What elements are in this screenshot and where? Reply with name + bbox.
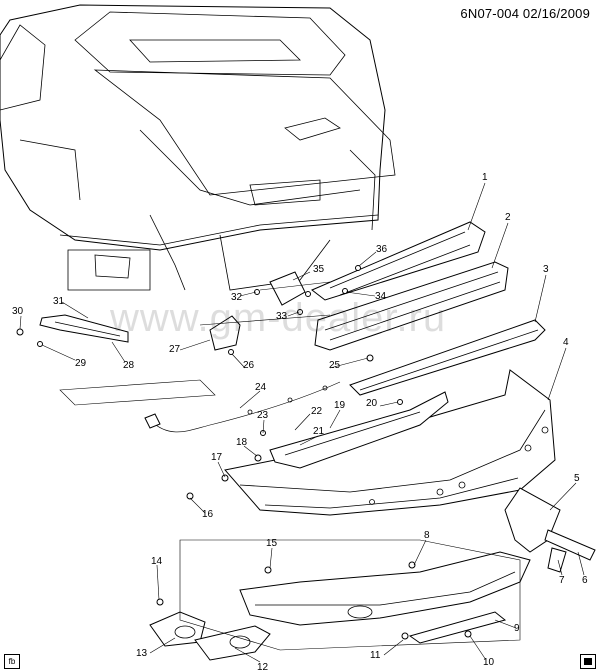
part-4-bumper-fascia [224, 369, 556, 516]
callout-4: 4 [563, 337, 569, 348]
callout-28: 28 [123, 360, 135, 371]
part-1-energy-absorber [311, 221, 486, 301]
callout-18: 18 [236, 437, 248, 448]
callout-26: 26 [243, 360, 255, 371]
part-6-7-trim [544, 529, 596, 573]
part-2-impact-bar [314, 261, 509, 351]
part-24-wiring-harness [144, 381, 341, 433]
callout-17: 17 [211, 452, 223, 463]
callout-6: 6 [582, 575, 588, 586]
corner-square-icon [580, 654, 596, 669]
callout-11: 11 [370, 650, 381, 661]
diagram-reference-code: 6N07-004 02/16/2009 [460, 6, 590, 21]
callout-23: 23 [257, 410, 269, 421]
callout-32: 32 [231, 292, 243, 303]
callout-30: 30 [12, 306, 24, 317]
callout-36: 36 [376, 244, 388, 255]
callout-27: 27 [169, 344, 181, 355]
watermark: www.gm-dealer.ru [110, 296, 447, 340]
part-27-bracket [209, 315, 241, 351]
callout-31: 31 [53, 296, 65, 307]
callout-7: 7 [559, 575, 565, 586]
part-3-fascia-bracket [349, 319, 546, 396]
vehicle-rear-body [0, 4, 396, 291]
fasteners [16, 265, 472, 640]
callout-20: 20 [366, 398, 378, 409]
callout-5: 5 [574, 473, 580, 484]
part-12-13-exhaust-tip [149, 611, 271, 661]
callout-21: 21 [313, 426, 325, 437]
callout-35: 35 [313, 264, 325, 275]
callout-33: 33 [276, 311, 288, 322]
callout-19: 19 [334, 400, 346, 411]
callout-10: 10 [483, 657, 495, 668]
part-35-reinforcement [269, 271, 306, 306]
callout-25: 25 [329, 360, 341, 371]
exploded-view-guides [59, 281, 521, 651]
callout-14: 14 [151, 556, 163, 567]
callout-3: 3 [543, 264, 549, 275]
callout-1: 1 [482, 172, 488, 183]
callout-9: 9 [514, 623, 520, 634]
callout-22: 22 [311, 406, 323, 417]
callout-16: 16 [202, 509, 214, 520]
corner-logo-icon: fb [4, 654, 20, 669]
callout-12: 12 [257, 662, 269, 672]
callout-34: 34 [375, 291, 387, 302]
callout-2: 2 [505, 212, 511, 223]
part-19-20-21-lower-bracket [269, 391, 449, 469]
callout-8: 8 [424, 530, 430, 541]
callout-13: 13 [136, 648, 148, 659]
callout-24: 24 [255, 382, 267, 393]
callout-29: 29 [75, 358, 87, 369]
part-9-molding-strip [408, 611, 507, 644]
callout-numbers: 1 2 3 4 5 6 7 8 9 10 11 12 13 14 15 16 1… [12, 172, 588, 672]
callout-15: 15 [266, 538, 278, 549]
leader-lines [19, 182, 585, 663]
part-28-side-bracket [39, 314, 129, 343]
